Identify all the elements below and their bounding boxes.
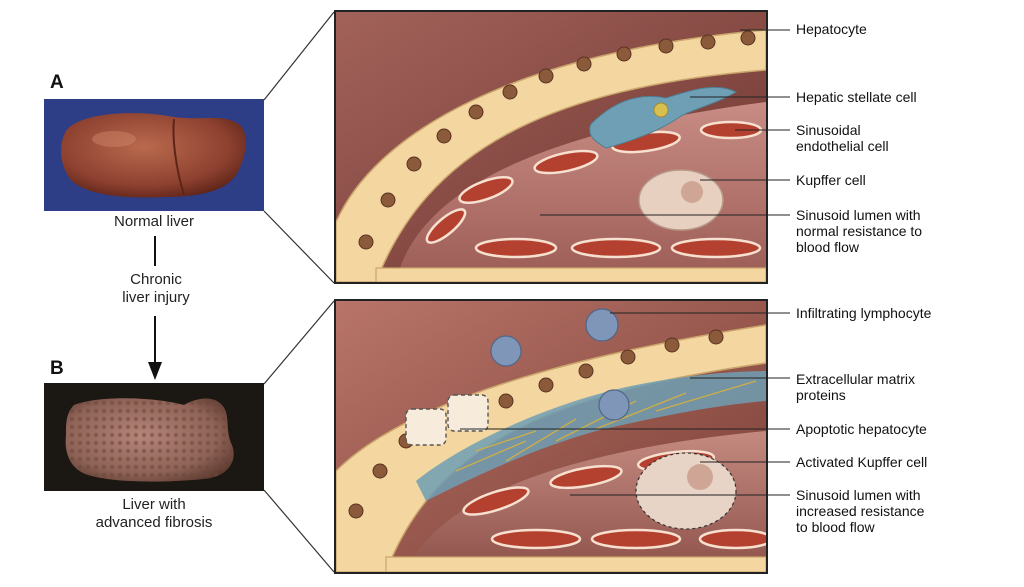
transition-line-1: Chronic [90, 271, 222, 289]
panel-a-illustration [334, 10, 768, 284]
callout-sinusoid-lumen-normal: Sinusoid lumen with normal resistance to… [796, 207, 922, 255]
activated-kupffer-cell [636, 453, 736, 529]
kupffer-cell-a [639, 170, 723, 230]
callout-sinusoidal-endothelial-line-2: endothelial cell [796, 138, 889, 154]
callout-sinusoid-lumen-increased: Sinusoid lumen with increased resistance… [796, 487, 924, 535]
callout-activated-kupffer-cell: Activated Kupffer cell [796, 454, 927, 470]
callout-hepatocyte-line-1: Hepatocyte [796, 21, 867, 37]
callout-sinusoidal-endothelial-line-1: Sinusoidal [796, 122, 889, 138]
callout-extracellular-matrix: Extracellular matrix proteins [796, 371, 915, 403]
transition-line-2: liver injury [90, 289, 222, 307]
panel-a-letter: A [50, 72, 64, 94]
normal-liver-label: Normal liver [44, 213, 264, 231]
callout-apoptotic-hepatocyte-line-1: Apoptotic hepatocyte [796, 421, 927, 437]
callout-sinusoid-normal-line-2: normal resistance to [796, 223, 922, 239]
fibrotic-liver-photo [44, 383, 264, 491]
callout-sinusoidal-endothelial-cell: Sinusoidal endothelial cell [796, 122, 889, 154]
panel-b-illustration [334, 299, 768, 574]
panel-b-letter: B [50, 358, 64, 380]
callout-hepatocyte: Hepatocyte [796, 21, 867, 37]
callout-sinusoid-normal-line-3: blood flow [796, 239, 922, 255]
callout-kupffer-cell: Kupffer cell [796, 172, 866, 188]
callout-infiltrating-lymphocyte-line-1: Infiltrating lymphocyte [796, 305, 931, 321]
callout-sinusoid-increased-line-1: Sinusoid lumen with [796, 487, 924, 503]
transition-label: Chronic liver injury [90, 271, 222, 307]
callout-sinusoid-increased-line-2: increased resistance [796, 503, 924, 519]
fibrotic-liver-label: Liver with advanced fibrosis [44, 496, 264, 532]
callout-apoptotic-hepatocyte: Apoptotic hepatocyte [796, 421, 927, 437]
callout-extracellular-matrix-line-1: Extracellular matrix [796, 371, 915, 387]
callout-sinusoid-normal-line-1: Sinusoid lumen with [796, 207, 922, 223]
callout-sinusoid-increased-line-3: to blood flow [796, 519, 924, 535]
callout-hepatic-stellate-cell: Hepatic stellate cell [796, 89, 917, 105]
fibrotic-liver-label-line-2: advanced fibrosis [44, 514, 264, 532]
transition-arrow [145, 234, 165, 384]
callout-activated-kupffer-cell-line-1: Activated Kupffer cell [796, 454, 927, 470]
callout-extracellular-matrix-line-2: proteins [796, 387, 915, 403]
callout-kupffer-cell-line-1: Kupffer cell [796, 172, 866, 188]
callout-hepatic-stellate-cell-line-1: Hepatic stellate cell [796, 89, 917, 105]
normal-liver-shape [61, 113, 246, 197]
callout-infiltrating-lymphocyte: Infiltrating lymphocyte [796, 305, 931, 321]
fibrotic-liver-label-line-1: Liver with [44, 496, 264, 514]
normal-liver-photo [44, 99, 264, 211]
